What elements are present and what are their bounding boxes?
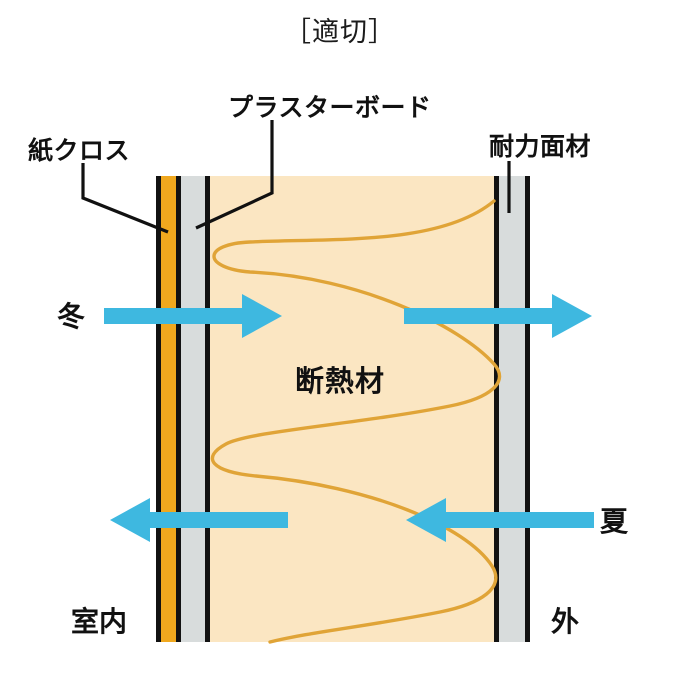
side-label-outdoor: 外 (551, 605, 580, 638)
divider-line-inner-face (156, 176, 161, 642)
arrow-left-icon (406, 498, 594, 542)
layer-plasterboard (181, 176, 205, 642)
callout-plasterboard: プラスターボード (228, 93, 432, 122)
season-label-summer: 夏 (600, 505, 629, 538)
wave-line-icon (210, 199, 502, 644)
layer-paper-cloth (161, 176, 176, 642)
arrow-right-icon (404, 294, 592, 338)
season-label-winter: 冬 (57, 300, 86, 333)
divider-line-outer-face (525, 176, 530, 642)
callout-structural-sheathing: 耐力面材 (489, 132, 592, 161)
divider-line-cloth-board (176, 176, 181, 642)
arrow-right-icon (104, 294, 282, 338)
divider-line-insulation-sheathing (494, 176, 499, 642)
arrow-left-icon (110, 498, 288, 542)
wall-assembly (156, 176, 530, 644)
callout-insulation: 断熱材 (294, 364, 385, 398)
divider-line-board-insulation (205, 176, 210, 642)
page-title: ［適切］ (284, 17, 396, 48)
layer-insulation (210, 176, 494, 642)
callout-paper-cloth: 紙クロス (28, 136, 131, 165)
layer-structural-sheathing (499, 176, 525, 642)
side-label-indoor: 室内 (71, 605, 128, 638)
